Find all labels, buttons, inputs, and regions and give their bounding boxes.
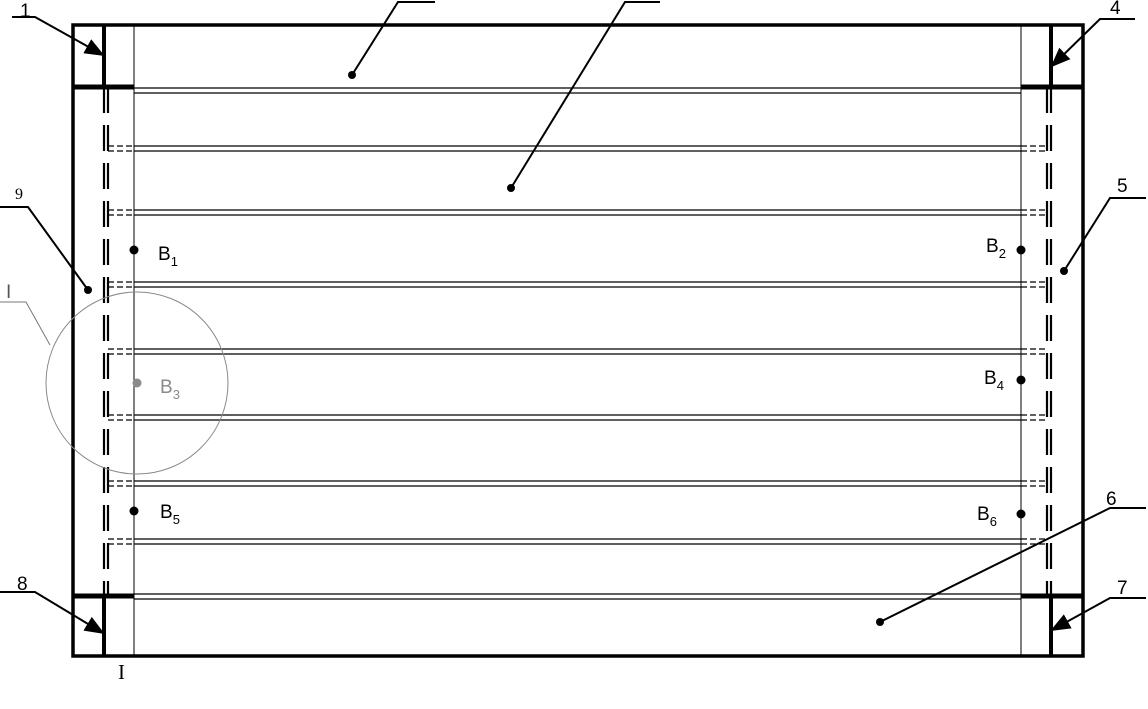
leader-2-dot (348, 71, 356, 79)
point-b3-label: B3 (160, 377, 180, 402)
leader-9 (0, 206, 89, 291)
leader-7 (1050, 597, 1146, 631)
callout-1-label: 1 (20, 1, 31, 22)
point-b2 (1016, 245, 1026, 255)
callout-8-label: 8 (17, 574, 28, 595)
point-b6 (1016, 509, 1026, 519)
callout-4-label: 4 (1110, 0, 1121, 19)
callout-9-label: 9 (15, 186, 23, 203)
point-b6-label: B6 (977, 504, 997, 529)
leader-5 (1063, 197, 1146, 272)
point-b5 (129, 506, 139, 516)
detail-view-label: I (118, 660, 125, 684)
point-b1-label: B1 (158, 244, 178, 269)
point-b3 (132, 378, 142, 388)
leader-3 (510, 1, 660, 189)
leader-5-dot (1060, 267, 1068, 275)
panel-geometry (0, 1, 1146, 658)
callout-5-label: 5 (1117, 176, 1128, 197)
point-b4 (1016, 375, 1026, 385)
leader-1 (12, 16, 105, 56)
leader-8 (0, 591, 105, 635)
leader-4 (1050, 18, 1135, 68)
callout-7-label: 7 (1117, 578, 1128, 599)
leader-9-dot (84, 286, 92, 294)
leader-3-dot (507, 184, 515, 192)
leader-detail (0, 301, 51, 346)
detail-circle (45, 291, 229, 475)
callout-6-label: 6 (1106, 489, 1117, 510)
leader-6 (879, 507, 1146, 623)
point-b1 (129, 245, 139, 255)
callout-detail-label: I (6, 282, 11, 303)
point-b4-label: B4 (984, 368, 1004, 393)
leader-6-dot (876, 618, 884, 626)
outer-frame (71, 23, 1085, 658)
point-b5-label: B5 (160, 502, 180, 527)
point-b2-label: B2 (986, 236, 1006, 261)
leader-2 (351, 1, 435, 76)
